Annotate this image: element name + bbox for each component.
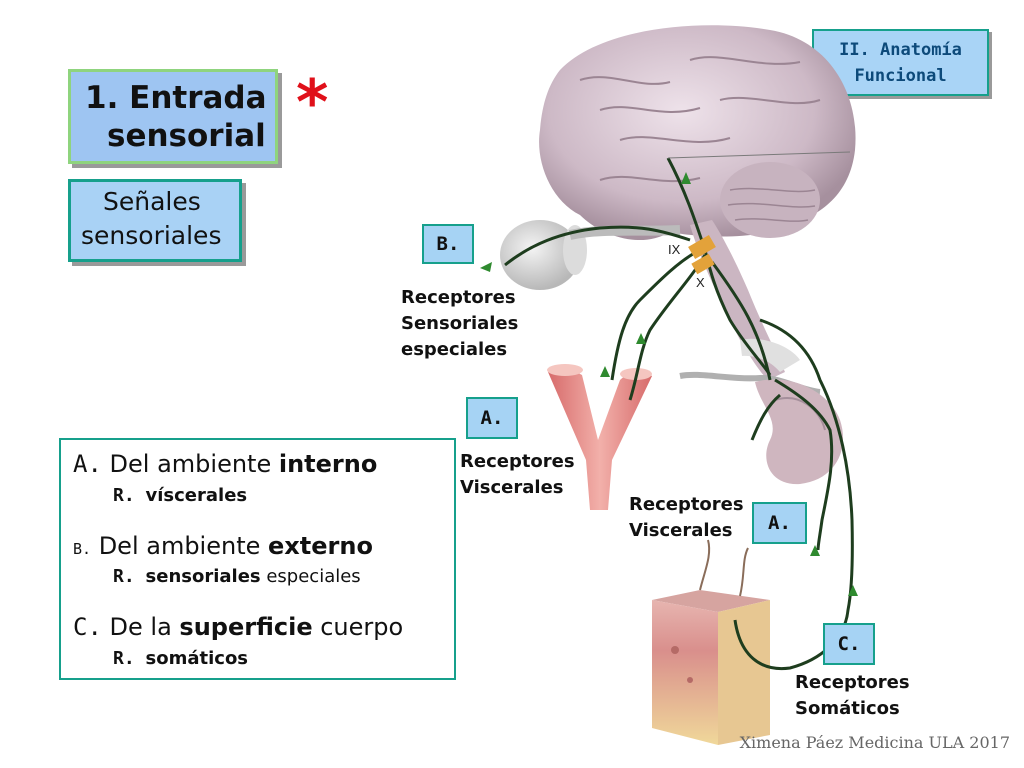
nerve-ix-label: IX (668, 242, 681, 257)
list-item-a: A. Del ambiente interno (73, 450, 378, 478)
list-subitem-c: R. somáticos (113, 648, 249, 669)
label-receptores-somaticos: Receptores Somáticos (795, 672, 910, 719)
arrow-markers (480, 172, 858, 596)
subtitle-line1: Señales (103, 187, 201, 216)
label-receptores-viscerales-right: Receptores Viscerales (629, 494, 744, 541)
brain-illustration (539, 25, 856, 380)
skin-illustration (652, 539, 770, 745)
eye-illustration (500, 220, 681, 290)
list-item-b: B. Del ambiente externo (73, 532, 373, 560)
label-receptores-especiales: Receptores Sensoriales especiales (401, 287, 519, 360)
nerve-pathways (504, 151, 854, 671)
ganglion-marker (688, 234, 716, 260)
subtitle-box: Señales sensoriales (68, 179, 242, 262)
title-line1: 1. Entrada (85, 80, 267, 116)
list-subitem-a: R. víscerales (113, 485, 248, 506)
section-line1: II. Anatomía (839, 40, 962, 60)
nerve-x-label: X (696, 275, 705, 290)
tag-a-left: A. (466, 397, 518, 439)
tag-a-right: A. (752, 502, 807, 544)
tag-b: B. (422, 224, 474, 264)
list-subitem-b: R. sensoriales especiales (113, 566, 361, 587)
list-item-c: C. De la superficie cuerpo (73, 613, 404, 641)
subtitle-line2: sensoriales (81, 221, 222, 250)
section-line2: Funcional (854, 66, 947, 86)
viscera-illustration (679, 338, 844, 485)
ganglion-marker (691, 253, 715, 275)
title-box: 1. Entrada sensorial (68, 69, 278, 164)
receptor-type-list: A. Del ambiente interno R. víscerales B.… (59, 438, 456, 680)
asterisk-mark: * (296, 66, 329, 139)
title-line2: sensorial (107, 118, 266, 154)
tag-c: C. (823, 623, 875, 665)
label-receptores-viscerales-left: Receptores Viscerales (460, 451, 575, 498)
footer-credit: Ximena Páez Medicina ULA 2017 (739, 733, 1010, 752)
